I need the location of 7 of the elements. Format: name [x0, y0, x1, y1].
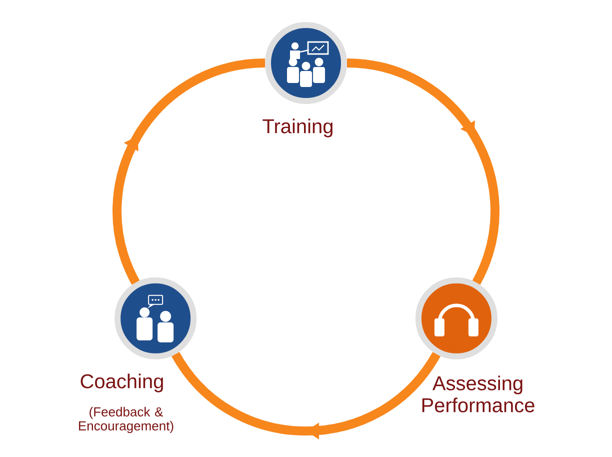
arrow — [346, 58, 500, 284]
node-title: Assessing Performance — [422, 376, 534, 412]
arrow — [112, 58, 266, 284]
node-title: Training — [262, 118, 332, 138]
arrow — [172, 352, 440, 440]
node-subtitle: (Feedback & Encouragement) — [79, 406, 174, 434]
node-title: Coaching — [80, 374, 163, 392]
